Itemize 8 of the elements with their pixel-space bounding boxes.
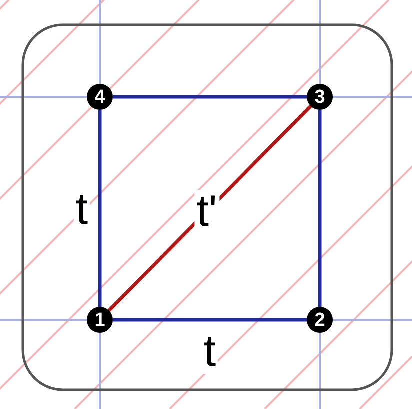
- numbered-node: 3: [307, 84, 333, 110]
- numbered-node: 4: [87, 84, 113, 110]
- edge-line: [113, 318, 307, 322]
- edge-line: [98, 110, 102, 307]
- edge-line: [108, 105, 312, 312]
- numbered-node: 2: [307, 307, 333, 333]
- edge-line: [318, 110, 322, 307]
- numbered-node: 1: [87, 307, 113, 333]
